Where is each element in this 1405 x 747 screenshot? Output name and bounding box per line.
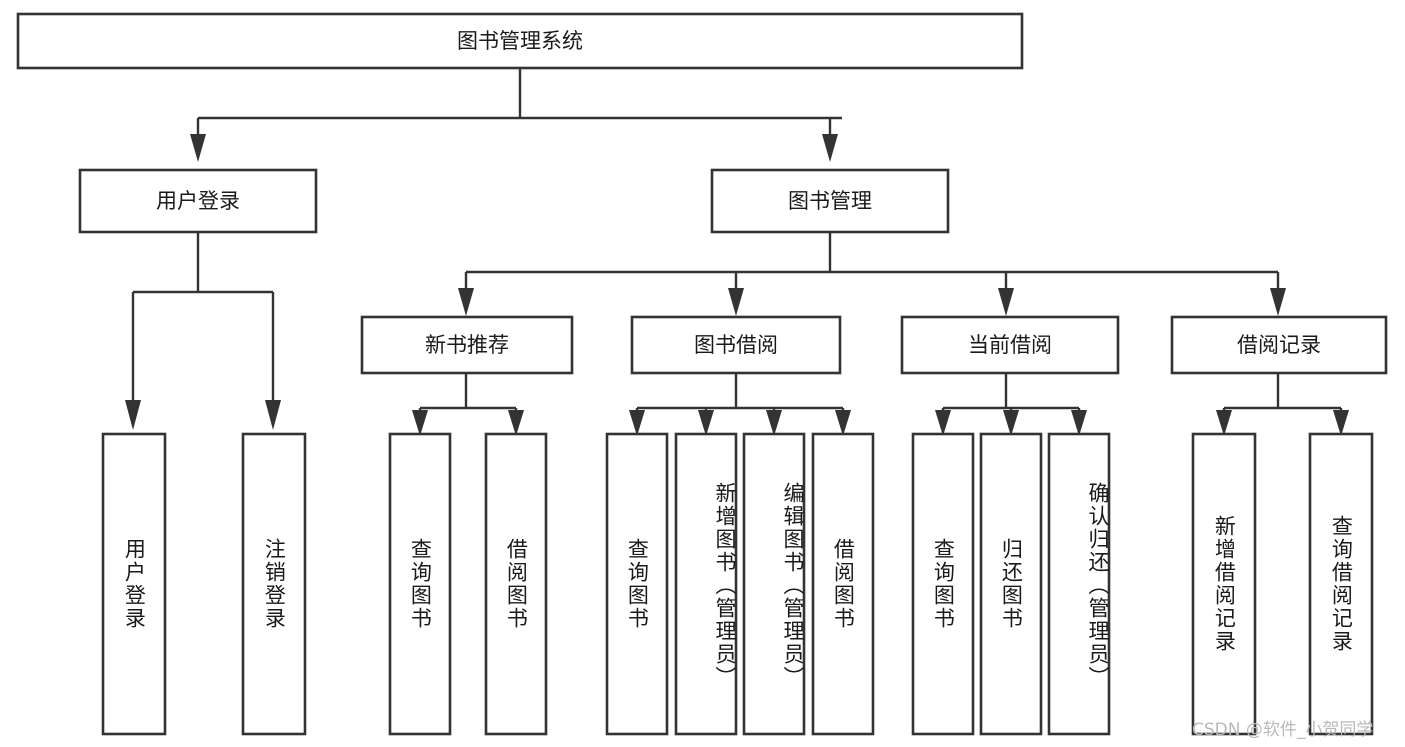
node-borrow-record[interactable]: 借阅记录 [1170,315,1388,375]
node-book-management-box[interactable] [710,168,950,234]
leaf-box-br-add-record[interactable] [1191,432,1257,736]
leaf-box-bb-lend-book[interactable] [811,432,875,736]
node-root[interactable]: 图书管理系统 [16,12,1024,70]
connector-group-book-mgmt-to-level3 [458,232,1286,316]
leaf-boxes-new-book-recommend [388,432,548,736]
leaf-boxes-current-borrow [911,432,1111,736]
connector-group-book-borrow-to-leaves [629,374,851,436]
leaf-boxes-borrow-record [1191,432,1374,736]
node-user-login-box[interactable] [78,168,318,234]
node-new-book-recommend[interactable]: 新书推荐 [360,315,574,375]
arrowhead-cb-query [935,410,951,436]
leaf-box-br-query-record[interactable] [1308,432,1374,736]
arrowhead-user-login [190,134,206,162]
leaf-box-nb-query-book[interactable] [388,432,452,736]
arrowhead-book-borrow [728,288,744,316]
arrowhead-bb-query [629,410,645,436]
arrowhead-book-mgmt [822,134,838,162]
node-current-borrow-label: 当前借阅 [968,333,1052,357]
node-book-management[interactable]: 图书管理 [710,168,950,234]
node-book-borrow[interactable]: 图书借阅 [630,315,842,375]
node-book-management-label: 图书管理 [788,189,872,213]
leaf-box-bb-query-book[interactable] [605,432,669,736]
arrowhead-new-book [458,288,474,316]
leaf-box-bb-edit-book[interactable] [742,432,806,736]
arrowhead-br-add [1216,410,1232,436]
node-root-label: 图书管理系统 [457,29,583,53]
arrowhead-bb-add [698,410,714,436]
arrowhead-nb-query [412,410,428,436]
leaf-box-nb-borrow-book[interactable] [484,432,548,736]
connector-group-user-login-to-leaves [125,232,281,430]
connector-group-current-borrow-to-leaves [935,374,1087,436]
leaf-box-cb-confirm-return[interactable] [1047,432,1111,736]
arrowhead-nb-borrow [508,410,524,436]
node-book-borrow-box[interactable] [630,315,842,375]
arrowhead-br-query [1333,410,1349,436]
arrowhead-current-borrow [998,288,1014,316]
arrowhead-bb-edit [766,410,782,436]
node-book-borrow-label: 图书借阅 [694,333,778,357]
node-current-borrow-box[interactable] [900,315,1120,375]
node-new-book-recommend-box[interactable] [360,315,574,375]
connector-group-borrow-record-to-leaves [1216,374,1349,436]
leaf-box-user-login[interactable] [101,432,167,736]
node-user-login[interactable]: 用户登录 [78,168,318,234]
leaf-box-cb-return-book[interactable] [979,432,1043,736]
node-user-login-label: 用户登录 [156,189,240,213]
arrowhead-cb-confirm [1071,410,1087,436]
leaf-box-bb-add-book[interactable] [674,432,738,736]
arrowhead-bb-lend [835,410,851,436]
csdn-watermark: CSDN @软件_小贺同学 [1192,720,1374,740]
connector-group-root-to-level2 [190,68,842,162]
leaf-box-logout[interactable] [241,432,307,736]
connector-group-new-book-to-leaves [412,374,524,436]
node-new-book-recommend-label: 新书推荐 [425,333,509,357]
node-current-borrow[interactable]: 当前借阅 [900,315,1120,375]
leaf-box-cb-query-book[interactable] [911,432,975,736]
arrowhead-leaf-user-login [125,400,141,430]
arrowhead-cb-return [1003,410,1019,436]
leaf-boxes-user-login [101,432,307,736]
arrowhead-leaf-logout [265,400,281,430]
leaf-boxes-book-borrow [605,432,875,736]
arrowhead-borrow-record [1270,288,1286,316]
node-borrow-record-label: 借阅记录 [1237,333,1321,357]
node-borrow-record-box[interactable] [1170,315,1388,375]
node-root-box[interactable] [16,12,1024,70]
